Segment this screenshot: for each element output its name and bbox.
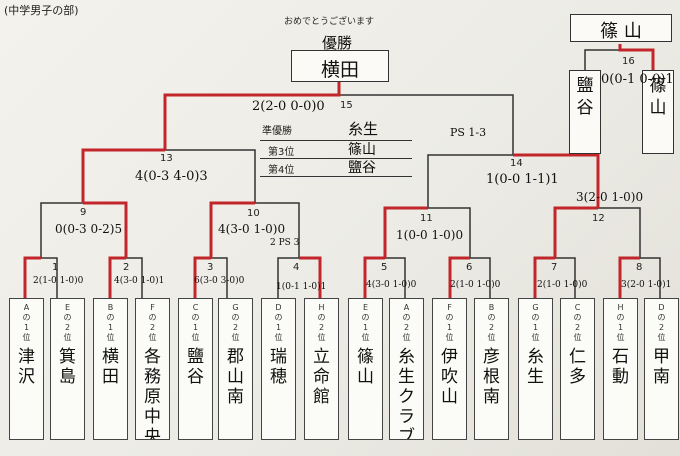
- team-name: 郡山南: [227, 347, 244, 407]
- match-number-15: 15: [340, 100, 353, 111]
- match-number-12: 12: [592, 213, 605, 224]
- team-name: 彦根南: [483, 347, 500, 407]
- match-score-2: 4(3-0 1-0)1: [114, 276, 165, 286]
- team-name: 瑞穂: [270, 347, 287, 387]
- match-number-1: 1: [52, 262, 59, 273]
- division-label: (中学男子の部): [4, 4, 79, 17]
- match-score-15: 2(2-0 0-0)0: [252, 99, 325, 114]
- match-number-3: 3: [207, 262, 214, 273]
- match-score-13: 4(0-3 4-0)3: [135, 169, 208, 184]
- match-score-3: 6(3-0 3-0)0: [194, 276, 245, 286]
- results-divider-2: [260, 158, 412, 159]
- match16-team-b-name: 篠山: [649, 76, 667, 118]
- match-note-10: 2 PS 3: [270, 238, 300, 248]
- match-number-2: 2: [123, 262, 130, 273]
- match-number-7: 7: [551, 262, 558, 273]
- third-place-label: 第3位: [268, 147, 295, 158]
- match16-team-a-name: 鹽谷: [576, 76, 594, 118]
- match-score-8: 3(2-0 1-0)1: [621, 280, 672, 290]
- champion-name: 横田: [320, 59, 359, 81]
- champion-title: 優勝: [322, 34, 353, 52]
- match-score-12: 3(2-0 1-0)0: [576, 190, 644, 204]
- fourth-place-name: 鹽谷: [348, 160, 376, 176]
- match-score-9: 0(0-3 0-2)5: [55, 222, 123, 236]
- match16-team-b: 篠山: [642, 70, 674, 154]
- match16-team-a: 鹽谷: [569, 70, 601, 154]
- team-name: 箕島: [59, 347, 76, 387]
- team-name: 糸生: [527, 347, 544, 387]
- match-score-1: 2(1-0 1-0)0: [33, 276, 84, 286]
- team-name: 伊吹山: [441, 347, 458, 407]
- team-name: 甲南: [653, 347, 670, 387]
- results-divider-1: [260, 140, 412, 141]
- runner-up-label: 準優勝: [262, 126, 292, 137]
- match-score-4: 1(0-1 1-0)1: [276, 282, 327, 292]
- team-name: 立命館: [313, 347, 330, 407]
- match-number-8: 8: [636, 262, 643, 273]
- match-score-6: 2(1-0 1-0)0: [450, 280, 501, 290]
- fourth-place-label: 第4位: [268, 165, 295, 176]
- match-number-5: 5: [381, 262, 388, 273]
- results-card: 準優勝 糸生 第3位 篠山 第4位 鹽谷: [256, 118, 416, 180]
- match-score-5: 4(3-0 1-0)0: [366, 280, 417, 290]
- match-number-13: 13: [160, 153, 173, 164]
- match-score-7: 2(1-0 1-0)0: [537, 280, 588, 290]
- team-name: 横田: [102, 347, 119, 387]
- match-number-11: 11: [420, 213, 433, 224]
- match-score-10: 4(3-0 1-0)0: [218, 222, 286, 236]
- results-divider-3: [260, 176, 412, 177]
- match-number-10: 10: [247, 208, 260, 219]
- match16-number: 16: [622, 56, 635, 67]
- match-note-14: PS 1-3: [450, 126, 487, 139]
- team-name: 石動: [612, 347, 629, 387]
- congratulations-text: おめでとうございます: [284, 17, 375, 27]
- team-name: 糸生クラブ: [398, 347, 415, 440]
- match-number-14: 14: [510, 158, 523, 169]
- team-name: 津沢: [18, 347, 35, 387]
- match16-winner: 篠 山: [600, 21, 642, 42]
- team-name: 仁多: [569, 347, 586, 387]
- match-number-4: 4: [293, 262, 300, 273]
- match16-score: 0(0-1 0-0)1: [601, 72, 674, 87]
- match-number-9: 9: [80, 207, 87, 218]
- team-name: 各務原中央: [144, 347, 161, 440]
- match-score-14: 1(0-0 1-1)1: [486, 172, 559, 187]
- match16-winner-box: 篠 山: [570, 14, 672, 42]
- champion-box: 横田: [291, 50, 389, 82]
- runner-up-name: 糸生: [348, 120, 379, 138]
- third-place-name: 篠山: [348, 142, 376, 158]
- team-name: 篠山: [357, 347, 374, 387]
- team-name: 鹽谷: [187, 347, 204, 387]
- match-score-11: 1(0-0 1-0)0: [396, 228, 464, 242]
- match-number-6: 6: [466, 262, 473, 273]
